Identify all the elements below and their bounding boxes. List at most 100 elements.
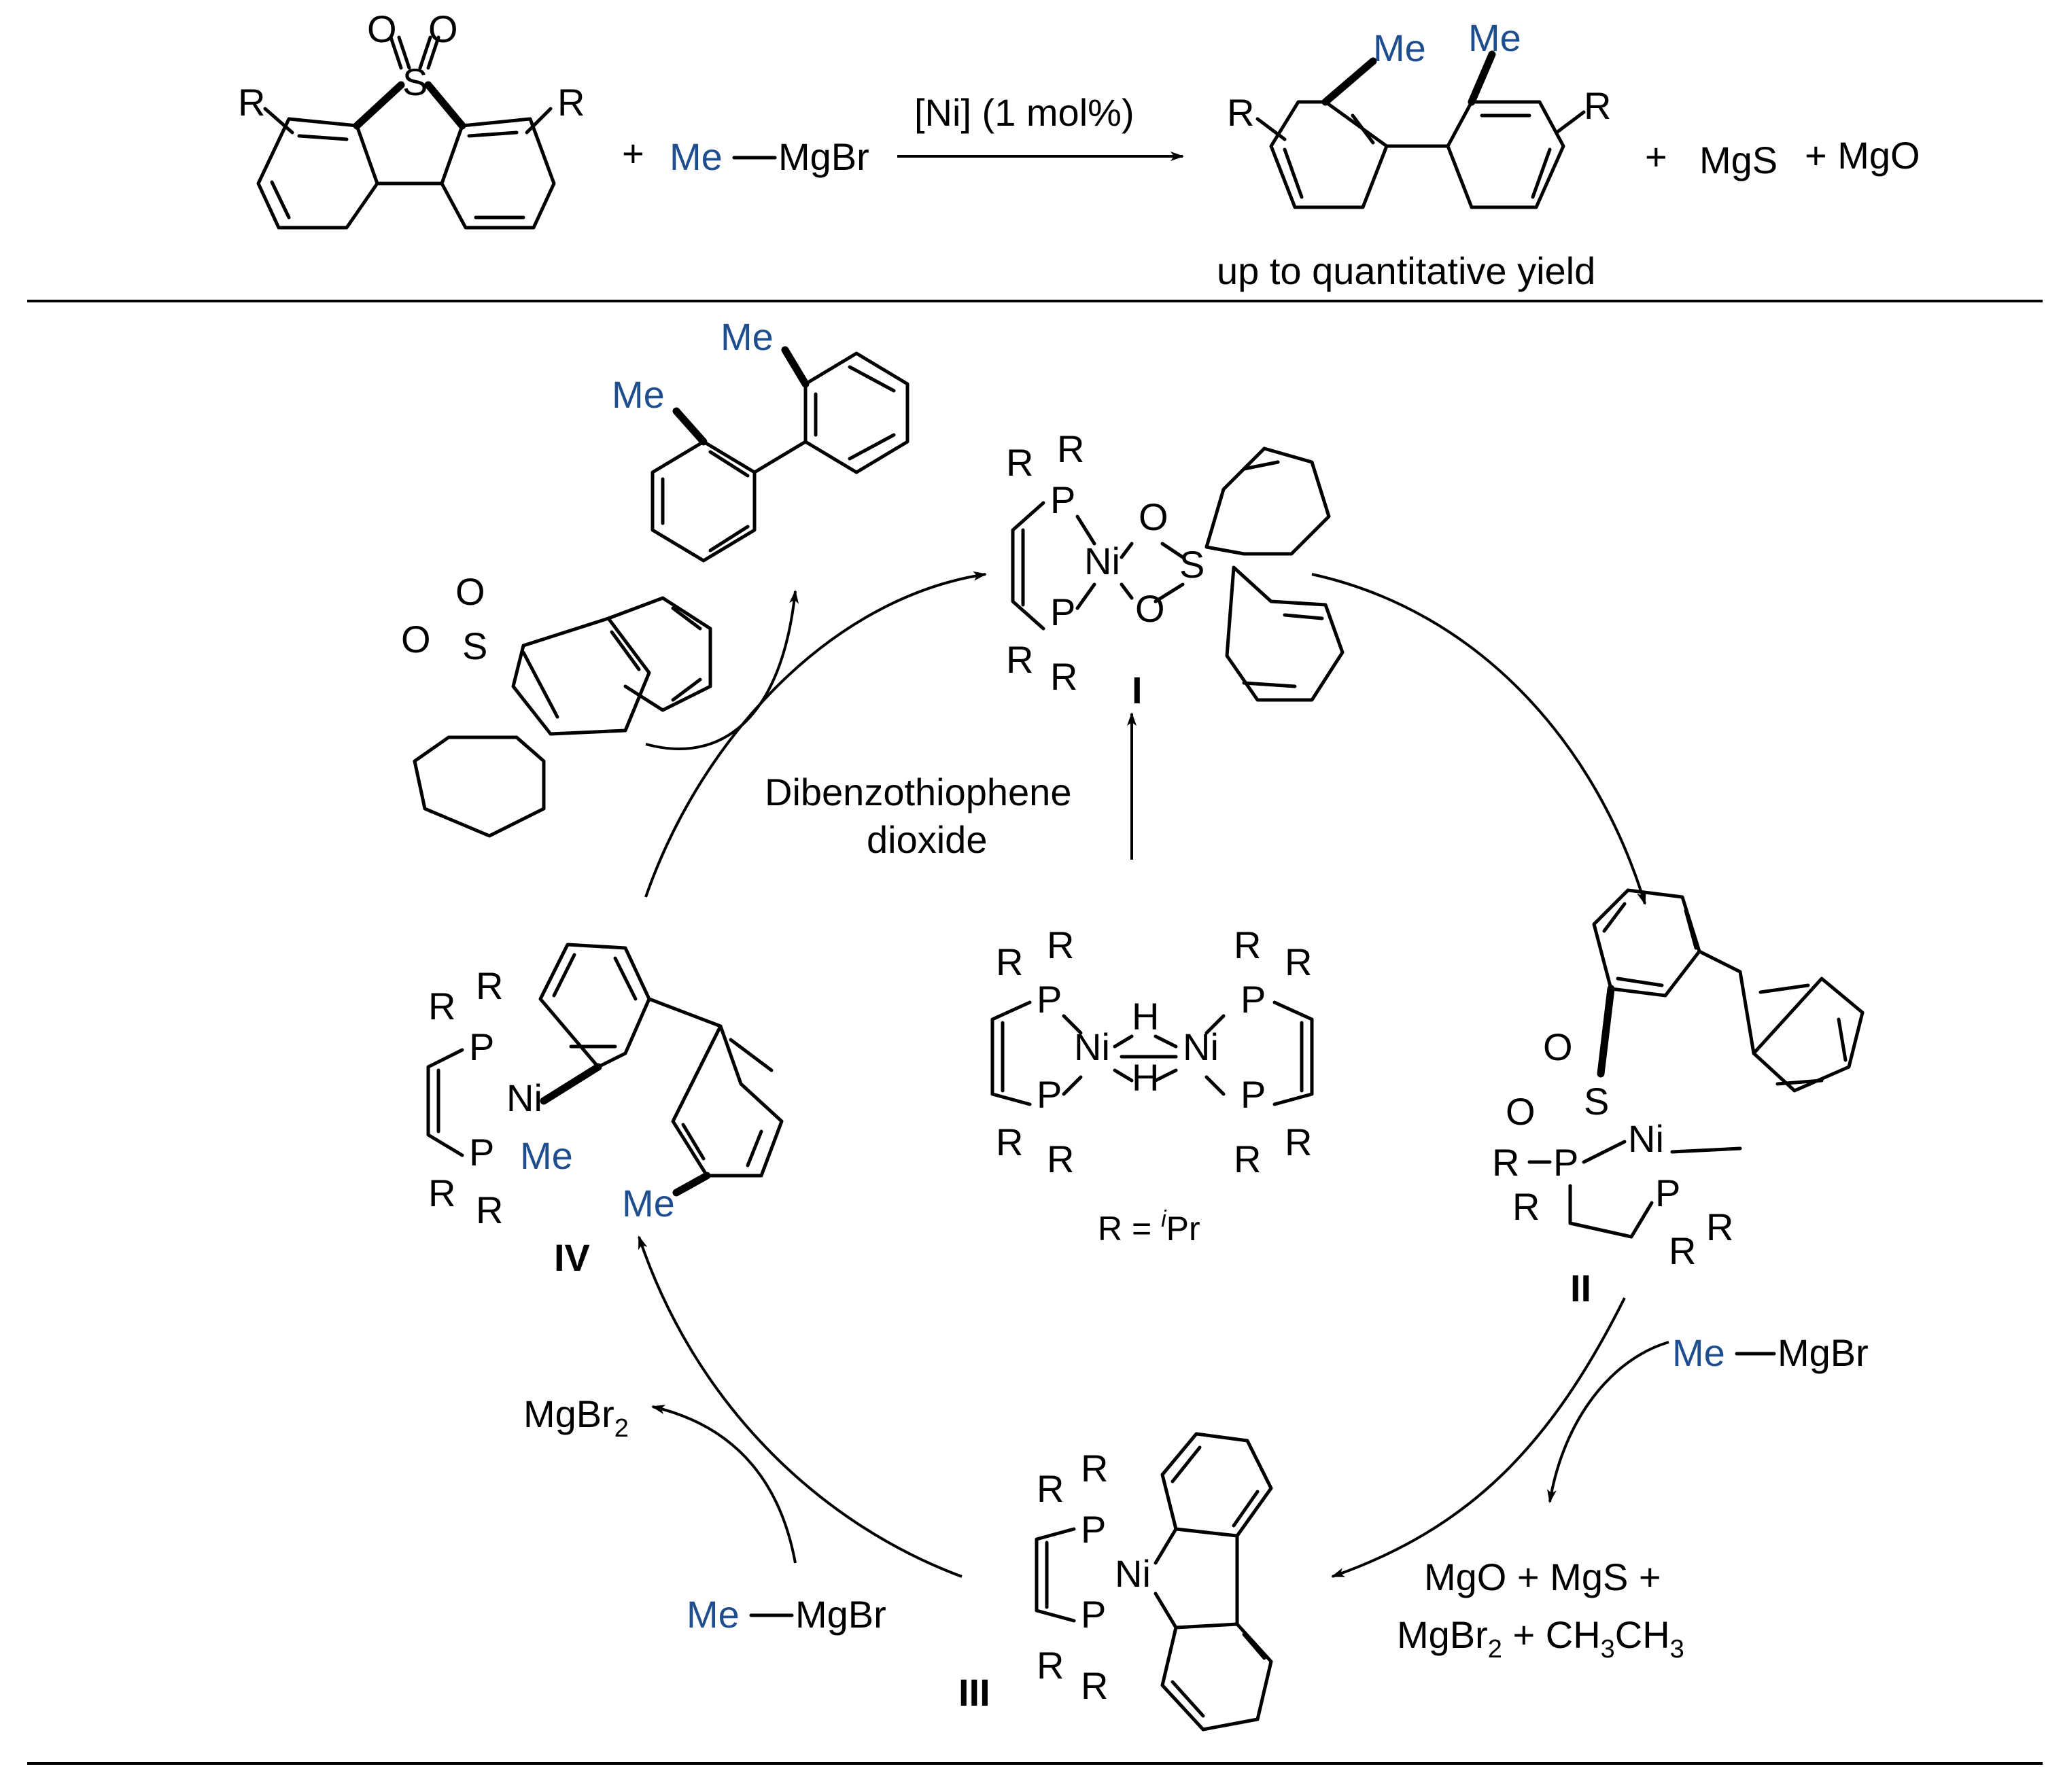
methyl-group: Me	[687, 1593, 740, 1636]
substituent-r: R	[1081, 1664, 1108, 1707]
substituent-r: R	[1669, 1229, 1696, 1272]
byproduct-mgo: + MgO	[1805, 134, 1920, 177]
arrow-add-grignard-II	[1547, 1341, 1669, 1503]
methyl-group: Me	[622, 1182, 675, 1225]
top-reaction: S O O R R + Me MgBr [Ni] (1 mol%) Me Me …	[238, 7, 1920, 292]
label-species-IV: IV	[554, 1236, 590, 1279]
magnesium-bromide: MgBr	[795, 1593, 886, 1636]
cycle-arrows	[638, 571, 1669, 1578]
methyl-group: Me	[670, 135, 723, 178]
atom-ni: Ni	[1183, 1025, 1219, 1068]
arrow-IV-to-I	[644, 571, 987, 898]
atom-o: O	[1506, 1090, 1536, 1133]
magnesium-bromide: MgBr	[1778, 1331, 1869, 1374]
activation-reagent: dioxide	[867, 818, 987, 861]
label-species-I: I	[1132, 669, 1143, 711]
r-definition: R = iPr	[1098, 1206, 1200, 1248]
arrow-III-to-IV	[638, 1235, 963, 1578]
methyl-group: Me	[520, 1134, 573, 1177]
atom-h: H	[1132, 1056, 1159, 1099]
plus-sign: +	[1645, 135, 1667, 178]
incoming-dibenzothiophene-dioxide: S O O	[401, 570, 712, 838]
atom-p: P	[1037, 978, 1062, 1021]
atom-p: P	[1050, 591, 1075, 633]
atom-s: S	[1179, 543, 1204, 586]
substituent-r: R	[1234, 924, 1261, 966]
atom-o: O	[1139, 495, 1168, 538]
byproducts-line-2: MgBr2 + CH3CH3	[1397, 1613, 1684, 1664]
atom-s: S	[462, 625, 487, 667]
species-IV-methyl-aryl-nickel: P P Ni Me R R R R Me IV	[426, 943, 784, 1279]
substituent-r: R	[428, 1172, 455, 1214]
substituent-r: R	[1706, 1206, 1733, 1248]
byproduct-mgbr2: MgBr2	[523, 1392, 629, 1443]
substituent-r: R	[996, 1121, 1023, 1163]
substituent-r: R	[1037, 1467, 1064, 1510]
arrow-II-to-III	[1331, 1297, 1626, 1578]
methyl-group: Me	[1672, 1331, 1725, 1374]
step-II-III-reagents: Me MgBr MgO + MgS + MgBr2 + CH3CH3	[1397, 1331, 1869, 1664]
atom-p: P	[1050, 478, 1075, 521]
substituent-r: R	[1057, 427, 1084, 470]
arrow-I-to-II	[1311, 573, 1646, 905]
substituent-r: R	[1006, 638, 1033, 681]
atom-ni: Ni	[1115, 1552, 1151, 1595]
atom-h: H	[1132, 995, 1159, 1038]
atom-p: P	[1655, 1172, 1680, 1214]
substituent-r: R	[1512, 1185, 1540, 1228]
step-III-IV-reagents: Me MgBr MgBr2	[523, 1392, 886, 1636]
substituent-r: R	[476, 964, 503, 1007]
precatalyst-nickel-hydride-dimer: P P Ni H H Ni P P R R R R R R R R R = iP…	[990, 924, 1314, 1248]
atom-o: O	[1135, 587, 1165, 630]
atom-p: P	[1241, 1073, 1266, 1116]
methylmagnesium-bromide: Me MgBr	[670, 135, 869, 178]
atom-o: O	[455, 570, 485, 613]
substituent-r: R	[1492, 1141, 1519, 1184]
activation-reagent: Dibenzothiophene	[765, 771, 1071, 813]
species-I-ni-sulfone-complex: P P Ni O O S R R R R I	[1006, 427, 1345, 711]
atom-ni: Ni	[506, 1076, 542, 1119]
substituent-r: R	[476, 1189, 503, 1231]
substituent-r: R	[1047, 924, 1074, 966]
atom-o: O	[1543, 1025, 1573, 1068]
substituent-r: R	[1234, 1138, 1261, 1180]
methyl-group: Me	[721, 315, 774, 358]
substituent-r: R	[1047, 1138, 1074, 1180]
atom-p: P	[1081, 1593, 1106, 1636]
atom-o: O	[401, 618, 431, 661]
atom-p: P	[1037, 1073, 1062, 1116]
substituent-r: R	[1050, 655, 1077, 698]
atom-ni: Ni	[1084, 540, 1120, 582]
atom-o: O	[428, 7, 458, 50]
species-II-nickelacycle: S O O Ni P P R R R R II	[1492, 888, 1865, 1310]
substituent-r: R	[1285, 1121, 1312, 1163]
substituent-r: R	[428, 985, 455, 1027]
methyl-group: Me	[1468, 16, 1521, 59]
atom-ni: Ni	[1628, 1117, 1664, 1160]
atom-p: P	[1241, 978, 1266, 1021]
substituent-r: R	[1081, 1447, 1108, 1490]
reactant-dibenzothiophene-dioxide: S O O R R	[238, 7, 585, 230]
arrow-release-product	[645, 590, 799, 750]
substituent-r: R	[1584, 84, 1611, 127]
methyl-group: Me	[612, 373, 665, 416]
atom-p: P	[1553, 1141, 1578, 1184]
byproduct-mgs: MgS	[1699, 139, 1778, 181]
substituent-r: R	[1285, 941, 1312, 983]
released-dimethylbiphenyl: Me Me	[612, 315, 909, 563]
plus-sign: +	[622, 132, 644, 175]
byproducts-line-1: MgO + MgS +	[1424, 1556, 1661, 1598]
atom-p: P	[469, 1025, 494, 1068]
atom-o: O	[367, 7, 397, 50]
methyl-group: Me	[1373, 27, 1426, 69]
substituent-r: R	[1006, 441, 1033, 484]
catalyst-condition: [Ni] (1 mol%)	[914, 91, 1134, 134]
product-dimethylbiphenyl: Me Me R R	[1227, 16, 1611, 209]
species-III-nickelafluorene: P P Ni R R R R III	[958, 1432, 1273, 1732]
atom-p: P	[469, 1131, 494, 1174]
atom-s: S	[1584, 1080, 1609, 1123]
substituent-r: R	[1227, 91, 1254, 134]
substituent-r: R	[1037, 1644, 1064, 1687]
substituent-r: R	[238, 81, 265, 124]
